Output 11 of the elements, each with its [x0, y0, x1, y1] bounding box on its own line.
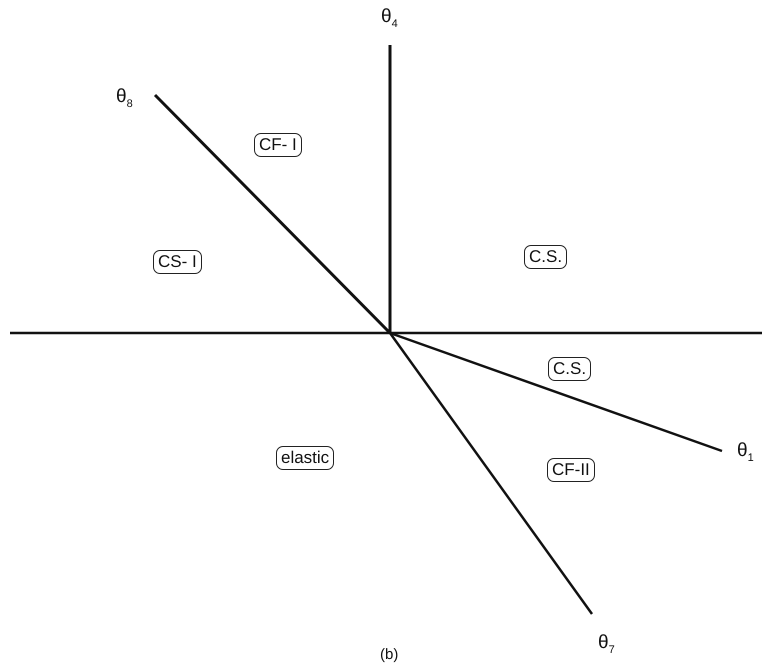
angle-label: θ$_{4}$ — [381, 6, 398, 32]
region-label: C.S. — [524, 245, 568, 269]
region-label: C.S. — [548, 357, 592, 381]
region-label: elastic — [276, 446, 334, 470]
angle-label: θ$_{7}$ — [598, 632, 615, 658]
region-label: CF-II — [547, 458, 595, 482]
angle-label: θ$_{1}$ — [737, 440, 754, 466]
region-label: CF- I — [254, 133, 302, 157]
region-label: CS- I — [153, 250, 202, 274]
angle-label: θ$_{8}$ — [116, 86, 133, 112]
figure-caption: (b) — [380, 646, 398, 663]
